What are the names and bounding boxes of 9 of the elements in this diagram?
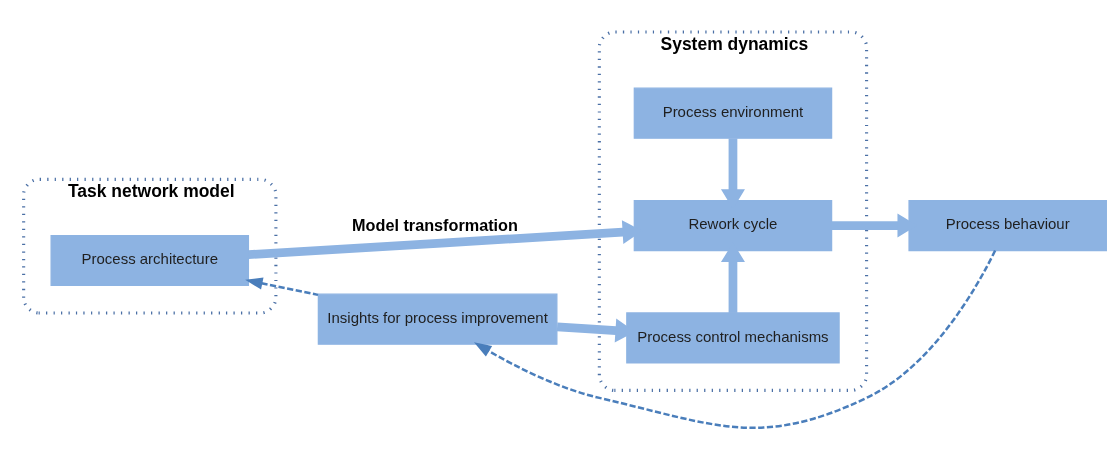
edge-label: Model transformation [352,216,518,235]
node-box: Process architecture [50,234,250,287]
node-box: Process behaviour [908,199,1107,252]
arrow [473,250,997,429]
arrow [245,277,319,297]
node-box: Process environment [633,87,833,139]
node-box: Process control mechanisms [626,312,840,364]
node-box: Rework cycle [633,199,833,252]
node-box: Insights for process improvement [317,293,558,345]
